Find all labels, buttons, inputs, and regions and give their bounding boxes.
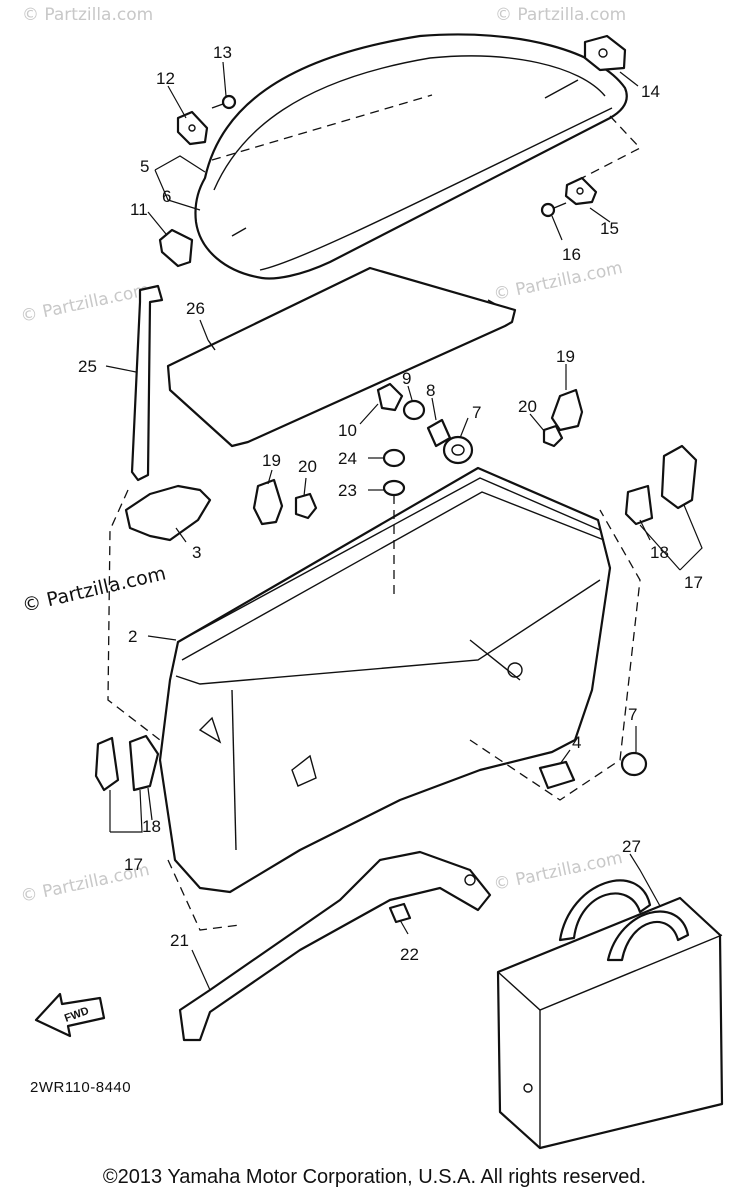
callout-18: 18 — [142, 817, 161, 836]
copyright-notice: ©2013 Yamaha Motor Corporation, U.S.A. A… — [102, 1166, 647, 1188]
grommet-7b — [620, 751, 648, 777]
watermark: © Partzilla.com — [492, 258, 624, 305]
callout-2: 2 — [128, 627, 137, 646]
callout-23: 23 — [338, 481, 357, 500]
diagram-code: 2WR110-8440 — [30, 1079, 131, 1096]
watermark: © Partzilla.com — [22, 5, 153, 25]
washer-12 — [176, 110, 209, 146]
saddlebag-case — [158, 466, 612, 894]
latch-11 — [158, 228, 194, 268]
callout-7: 7 — [628, 705, 637, 724]
stay-21 — [178, 850, 492, 1042]
hinge-17-left — [94, 736, 120, 792]
collar-8 — [426, 418, 452, 448]
hinge-17-right — [660, 444, 698, 510]
callout-11: 11 — [130, 200, 148, 219]
callout-19: 19 — [556, 347, 575, 366]
callout-24: 24 — [338, 449, 357, 468]
callout-9: 9 — [402, 369, 411, 388]
callout-4: 4 — [572, 733, 581, 752]
callout-12: 12 — [156, 69, 175, 88]
clip-22 — [388, 902, 412, 924]
washer-9 — [402, 399, 426, 421]
callout-21: 21 — [170, 931, 189, 950]
callout-10: 10 — [338, 421, 357, 440]
bolt-10 — [376, 382, 404, 412]
grommet-7a — [442, 435, 474, 465]
callout-15: 15 — [600, 219, 619, 238]
watermark: © Partzilla.com — [19, 280, 151, 327]
watermark-featured: © Partzilla.com — [20, 562, 168, 616]
nut-24 — [382, 448, 406, 468]
callout-13: 13 — [213, 43, 232, 62]
callout-26: 26 — [186, 299, 205, 318]
hinge-18-right — [624, 484, 654, 526]
saddlebag-lid — [194, 33, 628, 280]
callout-8: 8 — [426, 381, 435, 400]
callout-7: 7 — [472, 403, 481, 422]
callout-17: 17 — [684, 573, 703, 592]
plate-15 — [564, 176, 598, 206]
callout-25: 25 — [78, 357, 97, 376]
callout-16: 16 — [562, 245, 581, 264]
callout-3: 3 — [192, 543, 201, 562]
bracket-19-right — [550, 388, 584, 432]
nut-20-right — [542, 424, 564, 448]
callout-20: 20 — [298, 457, 317, 476]
callout-18: 18 — [650, 543, 669, 562]
bracket-3 — [124, 484, 212, 542]
collar-23 — [382, 479, 406, 497]
hinge-18-left — [128, 734, 160, 792]
cushion-4 — [538, 760, 576, 790]
callout-22: 22 — [400, 945, 419, 964]
lid-hinge-14 — [583, 34, 627, 72]
callout-27: 27 — [622, 837, 641, 856]
forward-arrow-icon: FWD — [34, 992, 106, 1038]
watermark: © Partzilla.com — [495, 5, 626, 25]
bracket-19-left — [252, 478, 284, 526]
callout-17: 17 — [124, 855, 143, 874]
inner-bag-27 — [496, 879, 724, 1150]
nut-20-left — [294, 492, 318, 520]
callout-19: 19 — [262, 451, 281, 470]
screw-13 — [211, 94, 237, 110]
strap-25 — [130, 284, 164, 482]
callout-6: 6 — [162, 187, 171, 206]
liner-mat-26 — [166, 266, 517, 448]
callout-5: 5 — [140, 157, 149, 176]
callout-14: 14 — [641, 82, 660, 101]
screw-16 — [540, 202, 567, 218]
callout-20: 20 — [518, 397, 537, 416]
